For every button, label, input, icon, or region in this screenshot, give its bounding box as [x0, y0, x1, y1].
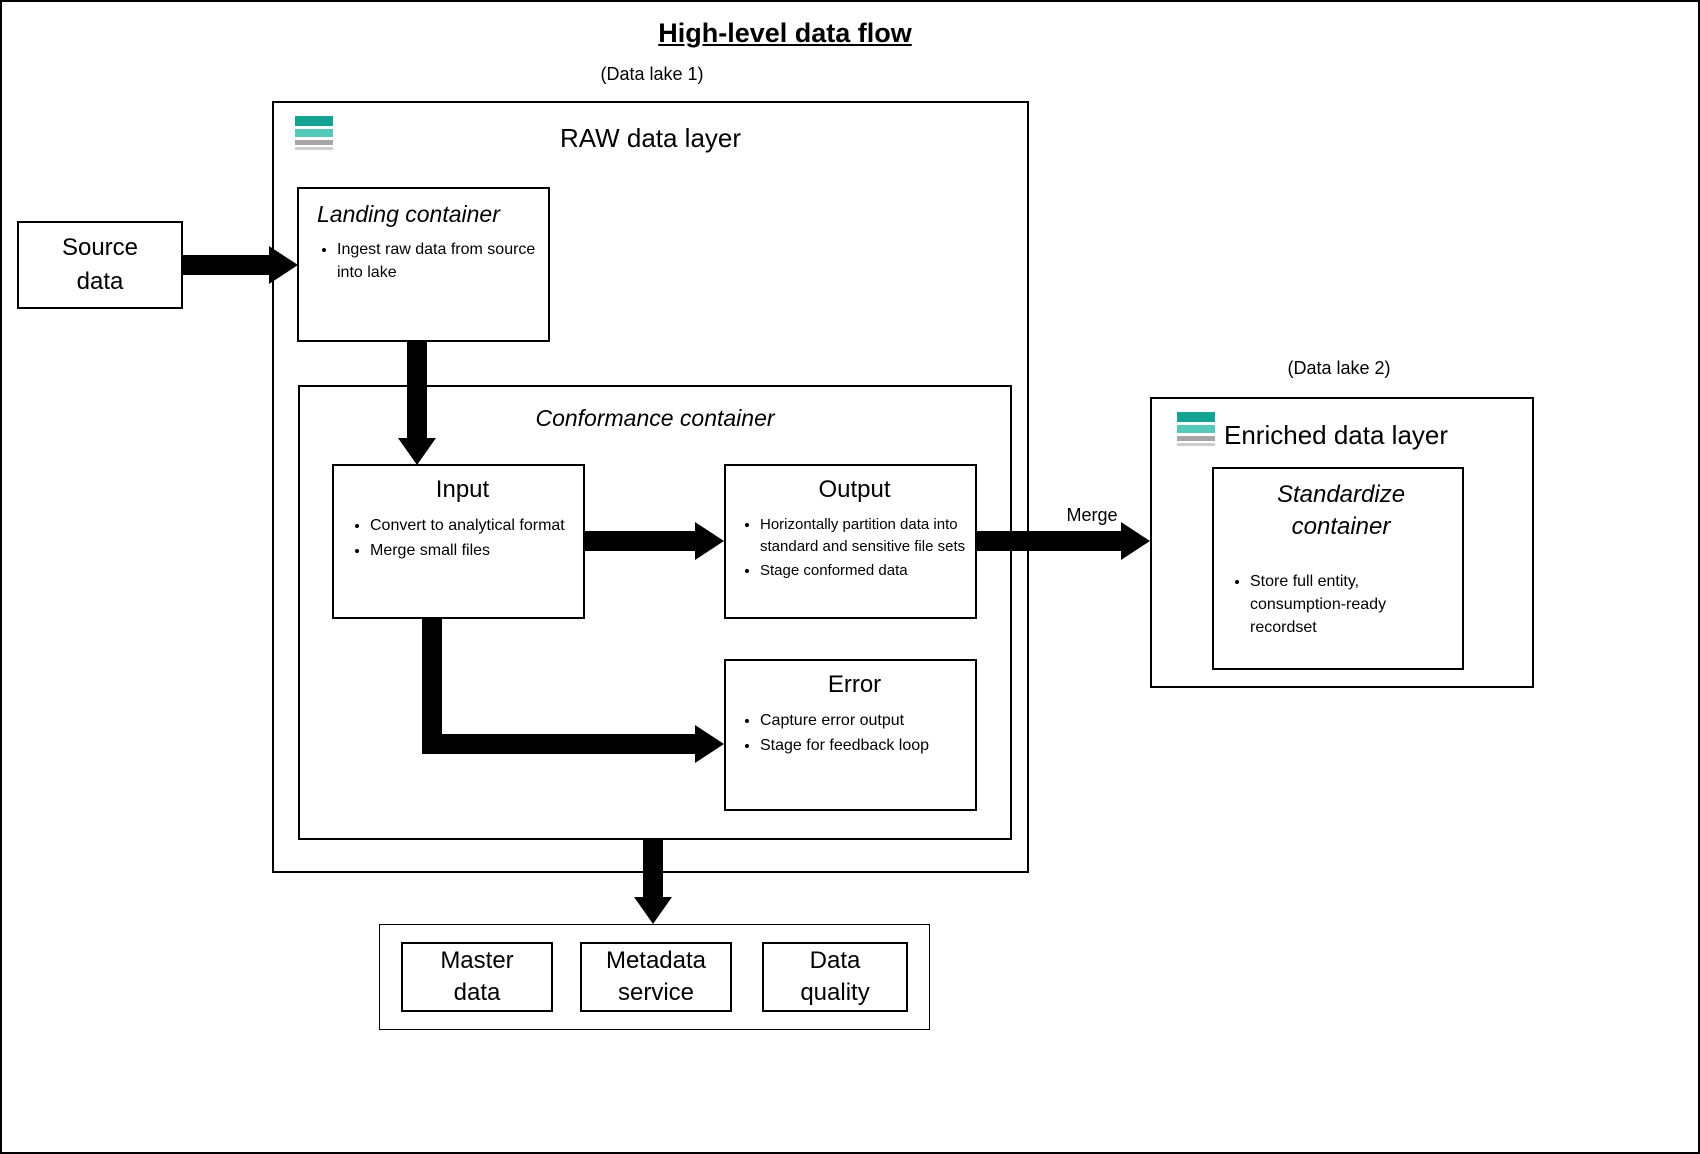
arrow-input-to-output: [585, 531, 695, 551]
master-data-label: Master data: [440, 946, 514, 1006]
arrow-input-to-error-horizontal: [422, 734, 695, 754]
metadata-service-box: Metadata service: [580, 942, 732, 1012]
input-bullets: Convert to analytical format Merge small…: [350, 514, 575, 562]
arrow-input-to-error-vertical: [422, 619, 442, 754]
output-title: Output: [818, 476, 891, 503]
arrow-output-to-enriched: [977, 531, 1121, 551]
data-quality-label: Data quality: [800, 946, 870, 1006]
enriched-data-layer-title: Enriched data layer: [1224, 420, 1449, 450]
error-bullet: Capture error output: [760, 709, 969, 732]
landing-container-box: Landing container Ingest raw data from s…: [297, 187, 550, 342]
arrowhead-input-to-output: [695, 522, 724, 560]
arrowhead-landing-to-input: [398, 438, 436, 465]
standardize-container-box: Standardize container Store full entity,…: [1212, 467, 1464, 670]
metadata-service-label: Metadata service: [605, 946, 707, 1006]
raw-data-layer-title: RAW data layer: [559, 123, 742, 153]
arrowhead-raw-to-services: [634, 897, 672, 924]
error-bullet: Stage for feedback loop: [760, 734, 969, 757]
arrowhead-input-to-error: [695, 725, 724, 763]
output-bullets: Horizontally partition data into standar…: [740, 514, 969, 581]
arrowhead-output-to-enriched: [1121, 522, 1150, 560]
conformance-container-title: Conformance container: [535, 405, 775, 431]
master-data-box: Master data: [401, 942, 553, 1012]
arrow-landing-to-input: [407, 342, 427, 438]
output-box: Output Horizontally partition data into …: [724, 464, 977, 619]
data-layer-icon: [1177, 412, 1215, 446]
standardize-container-title: Standardize container: [1276, 481, 1406, 541]
landing-bullet: Ingest raw data from source into lake: [337, 238, 538, 284]
input-bullet: Convert to analytical format: [370, 514, 575, 537]
data-layer-icon: [295, 116, 333, 150]
input-box: Input Convert to analytical format Merge…: [332, 464, 585, 619]
output-bullet: Stage conformed data: [760, 560, 969, 582]
data-lake-2-label: (Data lake 2): [1287, 358, 1391, 378]
arrowhead-source-to-landing: [269, 246, 298, 284]
input-title: Input: [435, 476, 490, 503]
error-bullets: Capture error output Stage for feedback …: [740, 709, 969, 757]
error-box: Error Capture error output Stage for fee…: [724, 659, 977, 811]
landing-bullets: Ingest raw data from source into lake: [317, 238, 538, 284]
standardize-bullet: Store full entity, consumption-ready rec…: [1250, 570, 1452, 640]
data-quality-box: Data quality: [762, 942, 908, 1012]
page-title: High-level data flow: [658, 18, 912, 48]
output-bullet: Horizontally partition data into standar…: [760, 514, 969, 558]
arrow-raw-to-services: [643, 840, 663, 897]
arrow-source-to-landing: [183, 255, 271, 275]
source-data-box: Source data: [17, 221, 183, 309]
merge-label: Merge: [1066, 505, 1118, 525]
error-title: Error: [827, 671, 882, 698]
landing-container-title: Landing container: [317, 201, 500, 227]
source-data-label: Source data: [61, 234, 139, 295]
input-bullet: Merge small files: [370, 539, 575, 562]
data-lake-1-label: (Data lake 1): [600, 64, 704, 84]
standardize-bullets: Store full entity, consumption-ready rec…: [1230, 570, 1452, 640]
